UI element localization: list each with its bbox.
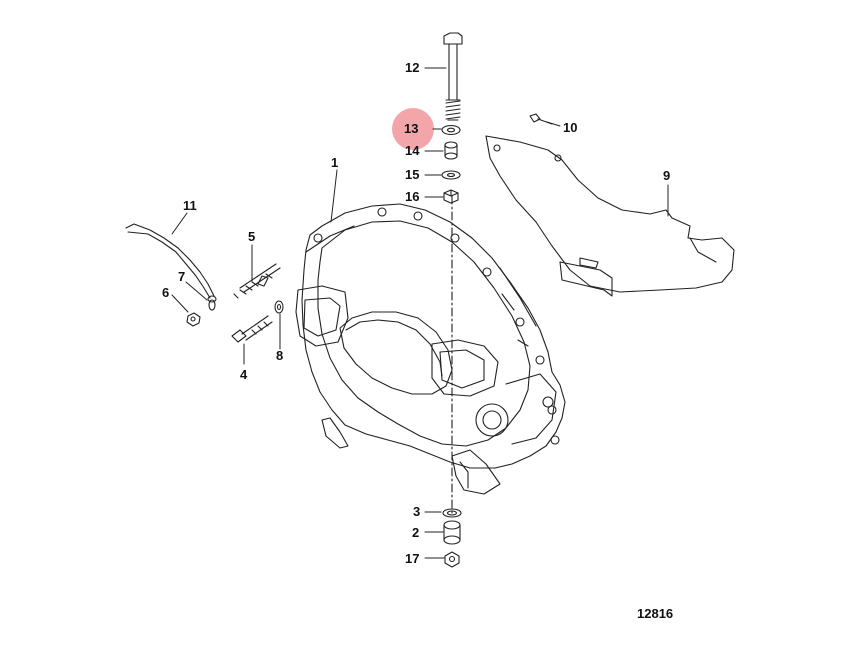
callout-11[interactable]: 11	[183, 198, 197, 213]
callout-7[interactable]: 7	[178, 269, 186, 284]
cable-11-part[interactable]	[125, 223, 217, 303]
washer-13-part[interactable]	[441, 124, 461, 136]
cover-plate-9-part[interactable]	[485, 135, 735, 297]
callout-1[interactable]: 1	[331, 155, 339, 170]
callout-15[interactable]: 15	[405, 167, 420, 182]
spacer-14-part[interactable]	[444, 141, 458, 160]
isolator-2-part[interactable]	[443, 520, 461, 545]
washer-7-part[interactable]	[208, 299, 216, 311]
callout-6[interactable]: 6	[162, 285, 170, 300]
callout-8[interactable]: 8	[276, 348, 284, 363]
callout-5[interactable]: 5	[248, 229, 256, 244]
callout-13-highlight[interactable]	[392, 108, 434, 150]
callout-10[interactable]: 10	[563, 120, 578, 135]
nut-17-part[interactable]	[444, 551, 460, 568]
nut-16-part[interactable]	[443, 189, 459, 204]
washer-8-part[interactable]	[274, 300, 284, 314]
callout-14[interactable]: 14	[405, 143, 420, 158]
bolt-4-part[interactable]	[231, 315, 273, 343]
callout-9[interactable]: 9	[663, 168, 671, 183]
figure-number: 12816	[637, 606, 674, 621]
bolt-12-part[interactable]	[443, 32, 463, 121]
flywheel-housing-part[interactable]	[295, 203, 566, 495]
stud-5-part[interactable]	[233, 263, 281, 299]
callout-2[interactable]: 2	[412, 525, 420, 540]
callout-leader-lines	[171, 67, 669, 559]
callout-16[interactable]: 16	[405, 189, 420, 204]
callout-12[interactable]: 12	[405, 60, 420, 75]
washer-15-part[interactable]	[441, 170, 461, 180]
callout-17[interactable]: 17	[405, 551, 420, 566]
callout-3[interactable]: 3	[413, 504, 421, 519]
washer-3-part[interactable]	[442, 508, 462, 518]
callout-13[interactable]: 13	[404, 121, 419, 136]
callout-4[interactable]: 4	[240, 367, 248, 382]
nut-6-part[interactable]	[186, 312, 201, 327]
